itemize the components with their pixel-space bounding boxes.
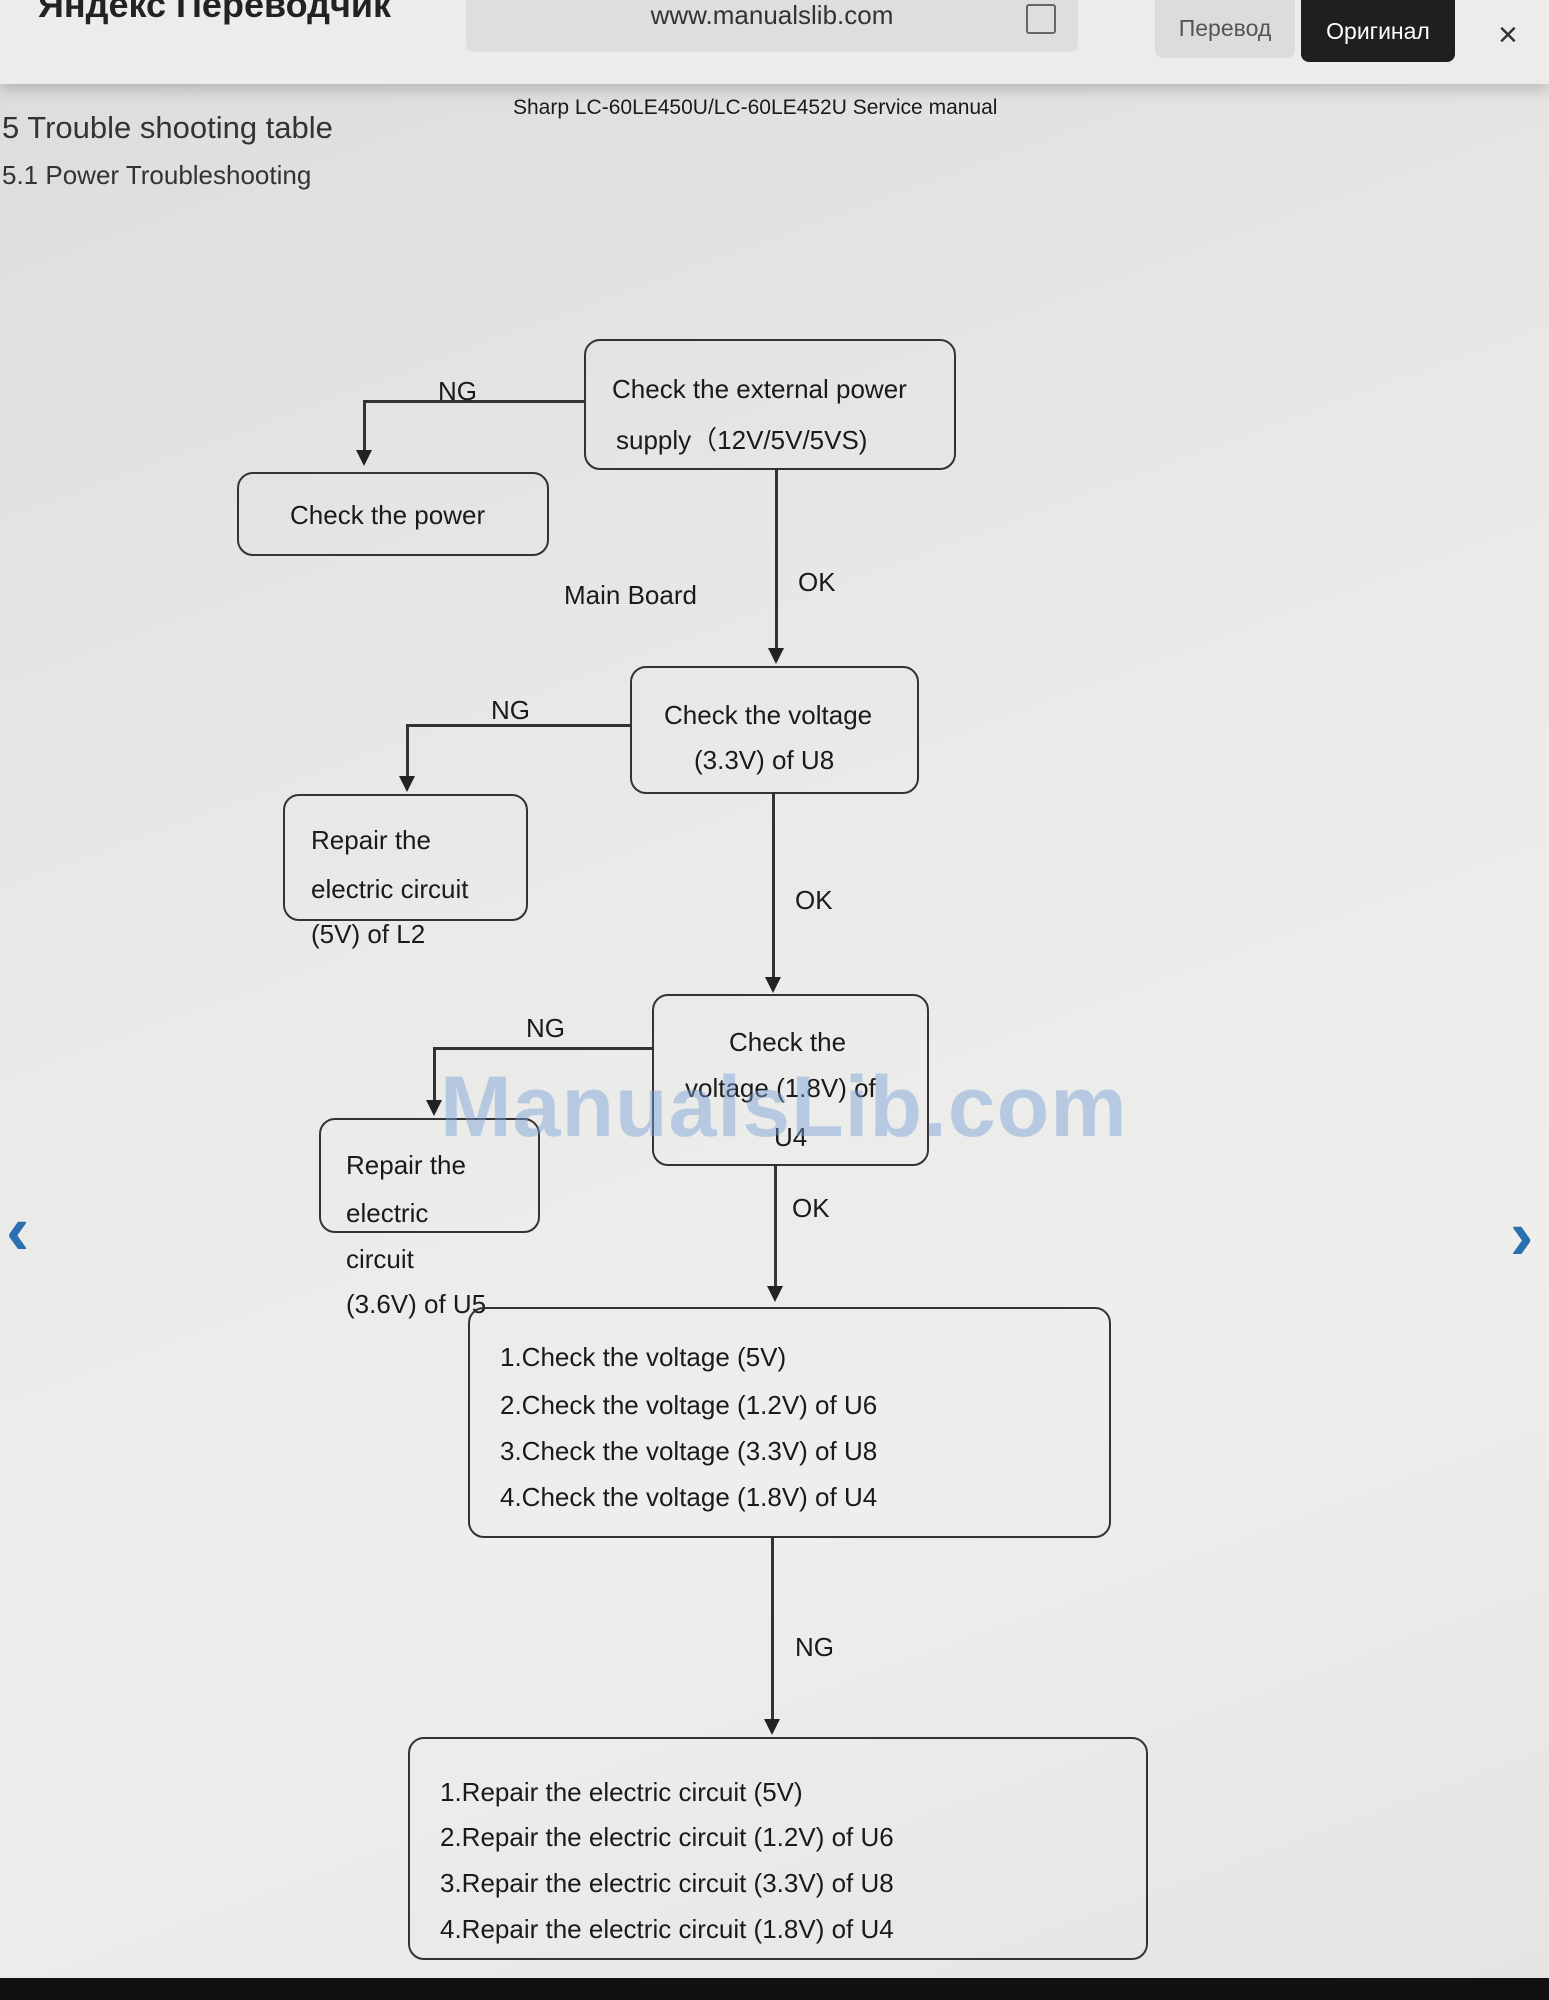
box-text: Repair the: [346, 1150, 466, 1180]
translator-toolbar: Яндекс Переводчик www.manualslib.com Пер…: [0, 0, 1549, 84]
section-title: 5 Trouble shooting table: [2, 110, 333, 145]
bottom-bar: [0, 1978, 1549, 2000]
box-text: 4.Check the voltage (1.8V) of U4: [500, 1482, 878, 1512]
box-text: circuit: [346, 1244, 414, 1274]
box-text: electric: [346, 1198, 429, 1228]
step-check-external-power: [584, 339, 956, 470]
close-icon[interactable]: ×: [1498, 16, 1518, 54]
subsection-title: 5.1 Power Troubleshooting: [2, 160, 312, 190]
connector: [434, 1047, 652, 1050]
connector: [364, 400, 584, 403]
box-text: electric circuit: [311, 874, 469, 904]
arrow-down-icon: [426, 1100, 442, 1116]
url-field[interactable]: www.manualslib.com: [466, 0, 1078, 52]
box-text: Check the power: [290, 500, 486, 530]
arrow-down-icon: [765, 977, 781, 993]
ok-label: OK: [792, 1193, 830, 1223]
arrow-down-icon: [399, 776, 415, 792]
box-text: 2.Check the voltage (1.2V) of U6: [500, 1390, 878, 1420]
box-text: 3.Repair the electric circuit (3.3V) of …: [440, 1868, 894, 1898]
step-check-u4: [652, 994, 929, 1166]
ng-label: NG: [438, 376, 477, 406]
connector: [774, 1166, 777, 1286]
previous-page-icon[interactable]: ‹: [6, 1191, 30, 1269]
external-link-icon[interactable]: [1026, 4, 1056, 34]
box-text: Check the: [729, 1027, 847, 1057]
connector: [407, 724, 630, 727]
url-text: www.manualslib.com: [650, 0, 894, 30]
arrow-down-icon: [768, 648, 784, 664]
connector: [775, 470, 778, 648]
box-text: Repair the: [311, 825, 431, 855]
box-text: (5V) of L2: [311, 919, 426, 949]
connector: [363, 400, 366, 450]
step-repair-all-circuits: [408, 1737, 1148, 1960]
step-check-all-voltages: [468, 1307, 1111, 1538]
step-repair-u5: [319, 1118, 540, 1233]
translator-logo: Яндекс Переводчик: [38, 0, 392, 25]
connector: [406, 724, 409, 776]
box-text: 3.Check the voltage (3.3V) of U8: [500, 1436, 878, 1466]
ng-label: NG: [795, 1632, 834, 1662]
box-text: supply（12V/5V/5VS): [616, 425, 868, 455]
box-text: voltage (1.8V) of: [685, 1073, 876, 1103]
box-text: 2.Repair the electric circuit (1.2V) of …: [440, 1822, 894, 1852]
ok-label: OK: [795, 885, 833, 915]
arrow-down-icon: [356, 450, 372, 466]
arrow-down-icon: [767, 1286, 783, 1302]
step-repair-l2: [283, 794, 528, 921]
connector: [771, 1538, 774, 1719]
box-text: 1.Repair the electric circuit (5V): [440, 1777, 803, 1807]
connector: [433, 1047, 436, 1100]
box-text: (3.3V) of U8: [694, 745, 835, 775]
translate-button[interactable]: Перевод: [1155, 0, 1295, 58]
original-button[interactable]: Оригинал: [1301, 0, 1455, 62]
box-text: (3.6V) of U5: [346, 1289, 487, 1319]
main-board-label: Main Board: [564, 580, 697, 610]
step-check-u8: [630, 666, 919, 794]
manualslib-watermark: ManualsLib.com: [440, 1059, 1128, 1155]
ng-label: NG: [526, 1013, 565, 1043]
box-text: 4.Repair the electric circuit (1.8V) of …: [440, 1914, 894, 1944]
arrow-down-icon: [764, 1719, 780, 1735]
step-check-power: [237, 472, 549, 556]
ng-label: NG: [491, 695, 530, 725]
connector: [772, 794, 775, 977]
box-text: Check the external power: [612, 374, 907, 404]
box-text: Check the voltage: [664, 700, 873, 730]
ok-label: OK: [798, 567, 836, 597]
box-text: 1.Check the voltage (5V): [500, 1342, 787, 1372]
running-header: Sharp LC-60LE450U/LC-60LE452U Service ma…: [513, 96, 998, 119]
box-text: U4: [774, 1122, 808, 1152]
next-page-icon[interactable]: ›: [1510, 1196, 1534, 1274]
